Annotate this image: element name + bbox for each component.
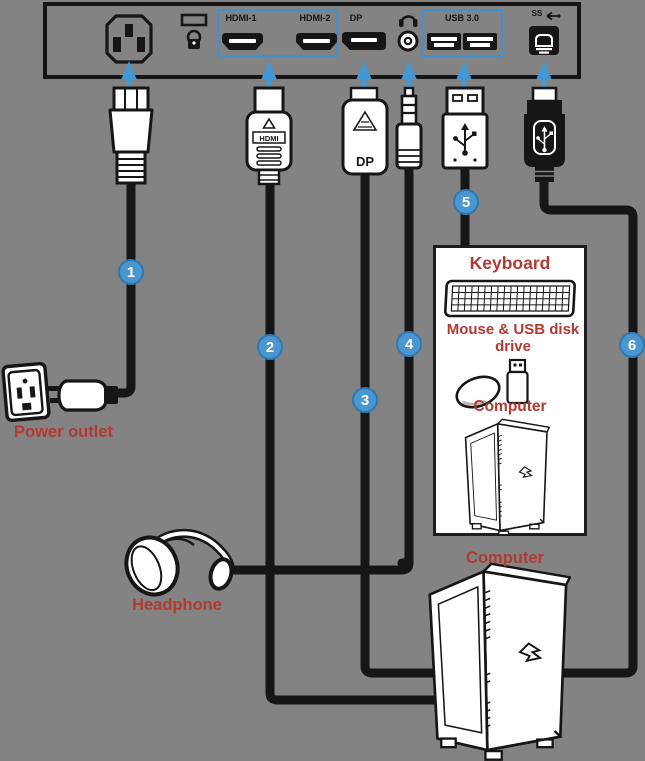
hdmi2-port-label: HDMI-2 [299, 13, 331, 23]
keyboard-label: Keyboard [469, 253, 551, 273]
usb-a-connector [441, 86, 489, 170]
power-outlet-label: Power outlet [14, 423, 114, 441]
computer-label: Computer [466, 549, 544, 567]
power-plug-illustration [47, 379, 118, 412]
cable-marker-2: 2 [257, 334, 283, 360]
cable-marker-1: 1 [118, 259, 144, 285]
cable-marker-5: 5 [453, 189, 479, 215]
ss-usb-label: SS [531, 9, 543, 18]
usb-drive-illustration [506, 358, 529, 405]
hdmi-connector-text: HDMI [259, 134, 278, 143]
dp-connector: DP [341, 86, 389, 176]
box-computer-label: Computer [473, 398, 547, 415]
mouse-usb-label: Mouse & USB disk drive [446, 321, 580, 355]
usb-trident-icon [453, 123, 477, 156]
cable-marker-3: 3 [352, 387, 378, 413]
dp-port-icon [342, 32, 386, 50]
small-computer-illustration [464, 418, 551, 534]
power-connector [108, 86, 154, 185]
up-arrow-icons [121, 61, 552, 96]
audio-jack-connector [395, 86, 423, 170]
hdmi-connector: HDMI [245, 86, 293, 186]
kensington-lock-icon [180, 13, 208, 49]
usb-a-port-icon [427, 33, 461, 50]
keyboard-illustration [444, 279, 576, 318]
cable-marker-4: 4 [396, 331, 422, 357]
hdmi2-port-icon [296, 33, 337, 50]
usb-b-connector [524, 86, 565, 182]
usb-b-cable [539, 155, 638, 678]
hdmi1-port-icon [222, 33, 263, 50]
mouse-illustration [455, 375, 501, 409]
headphone-label: Headphone [132, 596, 222, 614]
dp-port-label: DP [349, 13, 363, 23]
power-outlet-illustration [1, 361, 118, 423]
audio-cable [228, 165, 414, 575]
usb-a-port-icon [463, 33, 497, 50]
power-cable [110, 150, 136, 398]
headphone-illustration [124, 528, 236, 597]
usb30-port-label: USB 3.0 [444, 13, 479, 23]
hdmi1-port-label: HDMI-1 [225, 13, 257, 23]
cable-marker-6: 6 [619, 332, 645, 358]
dp-connector-logo: DP [356, 154, 374, 169]
headphone-jack-icon [397, 15, 419, 52]
power-inlet-icon [105, 14, 153, 64]
usb-trident-icon [536, 126, 553, 153]
audio-cable [228, 165, 414, 575]
hdmi-ports-group-box [217, 9, 338, 57]
monitor-rear-panel [43, 2, 581, 79]
computer-tower-illustration [428, 562, 572, 761]
usb-b-port-icon [529, 26, 559, 55]
usb-ports-group-box [421, 9, 503, 57]
hdmi-cable [265, 160, 462, 705]
dp-cable [360, 165, 522, 678]
peripherals-box: Keyboard Mouse & USB disk drive Computer [433, 245, 587, 536]
ss-usb-arrow-icon [546, 11, 561, 21]
